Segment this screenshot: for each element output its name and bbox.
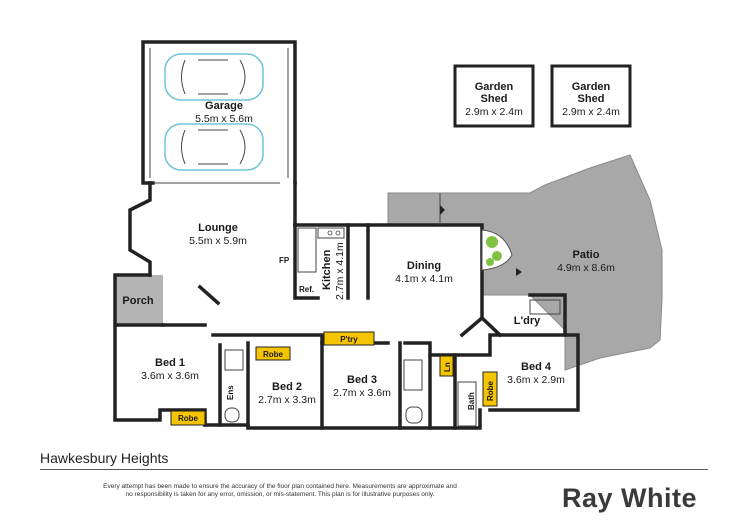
disclaimer-text: Every attempt has been made to ensure th… (103, 483, 457, 498)
car-icon (164, 53, 264, 101)
bed3-dims: 2.7m x 3.6m (333, 387, 391, 399)
patio-dims: 4.9m x 8.6m (557, 262, 615, 274)
lounge-dims: 5.5m x 5.9m (189, 235, 247, 247)
fixtures (224, 193, 561, 427)
porch-name: Porch (122, 295, 153, 307)
bed1-dims: 3.6m x 3.6m (141, 370, 199, 382)
lounge-name: Lounge (198, 222, 238, 234)
shed1-dims: 2.9m x 2.4m (465, 106, 523, 118)
shed2-name-line2: Shed (578, 93, 605, 105)
brand-logo: Ray White (562, 483, 698, 513)
kitchen-dims: 2.7m x 4.1m (334, 242, 346, 300)
pantry-tag: P'try (340, 335, 358, 344)
bed4-dims: 3.6m x 2.9m (507, 374, 565, 386)
laundry-name: L'dry (514, 315, 541, 327)
porch-area (115, 275, 163, 325)
garden-shed-1: Garden Shed 2.9m x 2.4m (453, 64, 535, 128)
bed2-name: Bed 2 (272, 381, 302, 393)
shed1-name-line1: Garden (475, 81, 514, 93)
shed2-name-line1: Garden (572, 81, 611, 93)
garden-shed-2: Garden Shed 2.9m x 2.4m (550, 64, 632, 128)
garage-dims: 5.5m x 5.6m (195, 113, 253, 125)
plant-icon (481, 229, 513, 271)
shed2-dims: 2.9m x 2.4m (562, 106, 620, 118)
bed2-dims: 2.7m x 3.3m (258, 394, 316, 406)
dining-name: Dining (407, 260, 441, 272)
garage-room: Garage 5.5m x 5.6m (141, 40, 297, 185)
robe-tag-bed4: Robe (486, 380, 495, 401)
shed1-name-line2: Shed (481, 93, 508, 105)
car-icon (164, 123, 264, 171)
property-address: Hawkesbury Heights (40, 450, 169, 466)
fireplace-label: FP (279, 256, 290, 265)
robe-tag-bed1: Robe (178, 414, 199, 423)
ensuite-label: Ens (226, 385, 235, 400)
robe-tag-bed2: Robe (263, 350, 284, 359)
bath-label: Bath (467, 392, 476, 410)
bed4-name: Bed 4 (521, 361, 552, 373)
linen-tag: Ln (443, 362, 452, 372)
bed3-name: Bed 3 (347, 374, 377, 386)
footer-divider (40, 469, 708, 470)
fridge-label: Ref. (299, 285, 314, 294)
kitchen-name: Kitchen (321, 249, 333, 290)
garage-name: Garage (205, 100, 243, 112)
dining-dims: 4.1m x 4.1m (395, 273, 453, 285)
bed1-name: Bed 1 (155, 357, 185, 369)
patio-name: Patio (573, 249, 600, 261)
